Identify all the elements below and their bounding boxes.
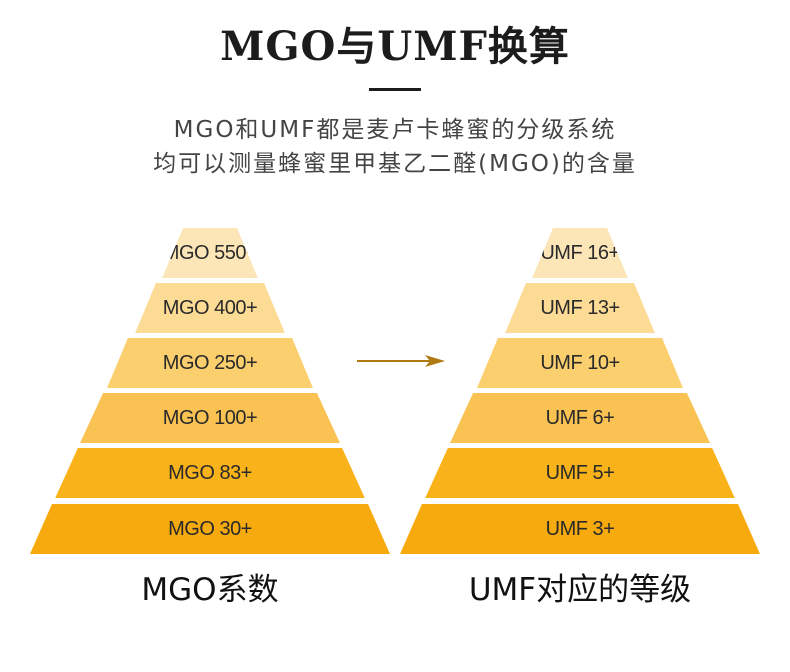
mgo-caption: MGO系数: [141, 572, 279, 608]
umf-tier-label: UMF 6+: [545, 406, 615, 429]
mgo-tier-label: MGO 100+: [162, 406, 258, 429]
umf-tier-label: UMF 10+: [540, 351, 620, 374]
arrow-right-icon: [357, 355, 445, 367]
mgo-tier-1: MGO 550+: [162, 228, 258, 278]
umf-pyramid: UMF 16+ UMF 13+ UMF 10+ UMF 6+ UMF 5+ UM…: [400, 228, 760, 554]
mgo-tier-label: MGO 400+: [162, 296, 258, 319]
umf-tier-3: UMF 10+: [477, 338, 683, 388]
page-title: MGO与UMF换算: [220, 23, 570, 70]
mgo-tier-3: MGO 250+: [107, 338, 313, 388]
umf-tier-5: UMF 5+: [425, 448, 735, 498]
mgo-pyramid: MGO 550+ MGO 400+ MGO 250+ MGO 100+ MGO …: [30, 228, 390, 554]
mgo-tier-label: MGO 250+: [162, 351, 258, 374]
umf-tier-4: UMF 6+: [450, 393, 710, 443]
umf-tier-1: UMF 16+: [532, 228, 628, 278]
mgo-tier-label: MGO 550+: [162, 241, 258, 264]
mgo-tier-2: MGO 400+: [135, 283, 285, 333]
mgo-tier-5: MGO 83+: [55, 448, 365, 498]
mgo-tier-label: MGO 30+: [168, 517, 252, 540]
umf-tier-label: UMF 5+: [545, 461, 615, 484]
umf-tier-label: UMF 13+: [540, 296, 620, 319]
subtitle-line-1: MGO和UMF都是麦卢卡蜂蜜的分级系统: [173, 117, 617, 143]
mgo-tier-4: MGO 100+: [80, 393, 340, 443]
title-divider: [369, 88, 421, 91]
mgo-tier-6: MGO 30+: [30, 504, 390, 554]
umf-tier-2: UMF 13+: [505, 283, 655, 333]
umf-tier-label: UMF 16+: [540, 241, 620, 264]
umf-tier-label: UMF 3+: [545, 517, 615, 540]
mgo-tier-label: MGO 83+: [168, 461, 252, 484]
umf-caption: UMF对应的等级: [468, 572, 692, 608]
subtitle-line-2: 均可以测量蜂蜜里甲基乙二醛(MGO)的含量: [153, 151, 637, 177]
umf-tier-6: UMF 3+: [400, 504, 760, 554]
